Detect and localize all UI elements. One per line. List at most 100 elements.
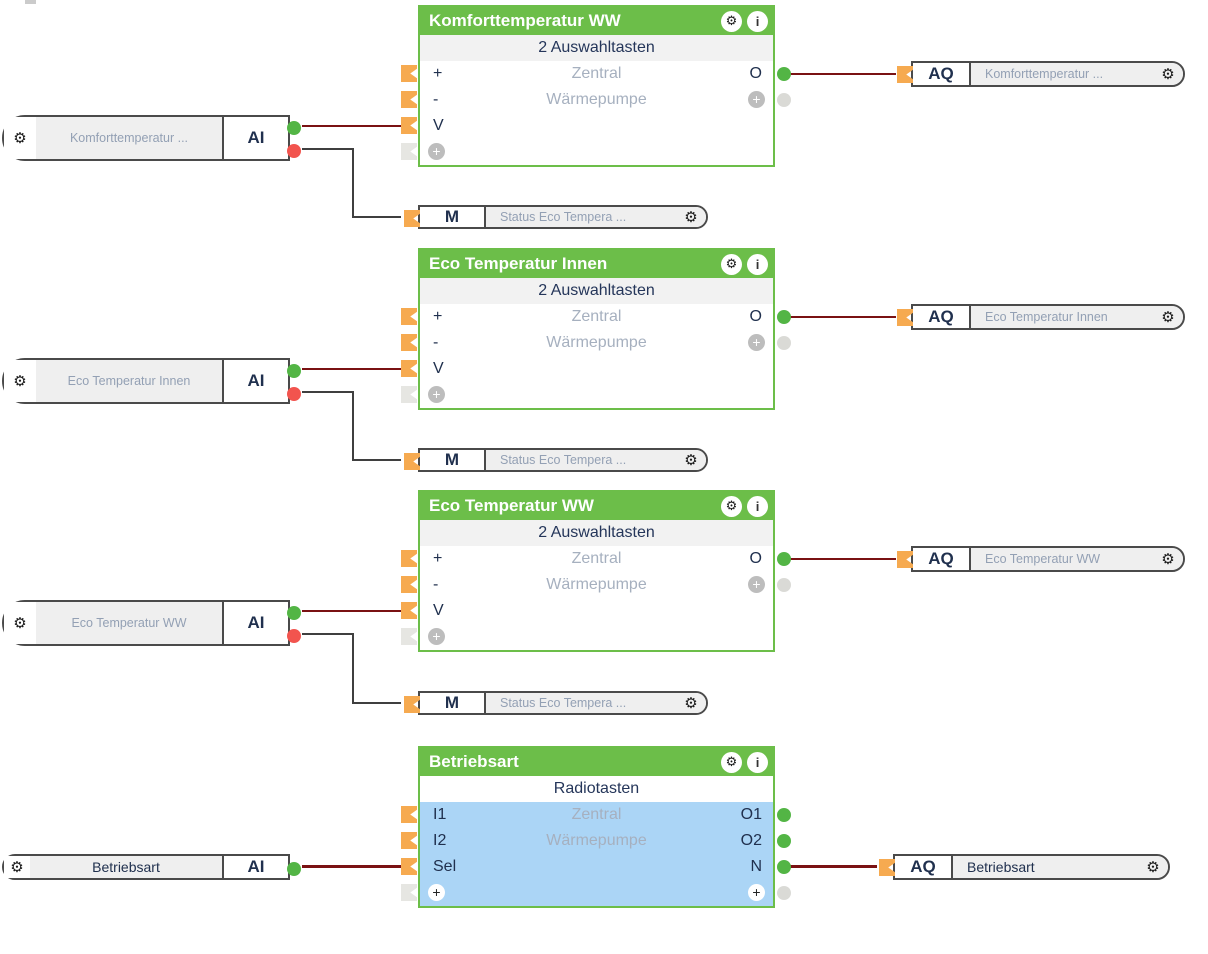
memory-block-m-status-eco-2[interactable]: M Status Eco Tempera ... ⚙ [404, 448, 708, 472]
output-connector-unused[interactable] [777, 578, 791, 592]
input-connector-unused[interactable] [401, 386, 417, 403]
input-connector-plus[interactable] [401, 550, 417, 567]
output-block-aq-komforttemperatur[interactable]: AQ Komforttemperatur ... ⚙ [897, 61, 1185, 87]
input-connector[interactable] [404, 696, 420, 713]
memory-block-m-status-eco-3[interactable]: M Status Eco Tempera ... ⚙ [404, 691, 708, 715]
input-connector[interactable] [404, 453, 420, 470]
gear-icon[interactable]: ⚙ [4, 856, 30, 878]
wire-ai3-to-m3-seg1[interactable] [302, 633, 354, 635]
wire-n-to-aq4[interactable] [790, 865, 877, 868]
wire-ai1-to-v1[interactable] [302, 125, 401, 127]
gear-icon[interactable]: ⚙ [721, 495, 742, 517]
wire-ai2-to-m2-seg3[interactable] [352, 459, 401, 461]
wire-ai2-to-m2-seg1[interactable] [302, 391, 354, 393]
input-block-ai-eco-temperatur-innen[interactable]: ⚙ Eco Temperatur Innen AI [2, 358, 301, 404]
add-input-icon[interactable]: + [428, 884, 445, 901]
input-connector-i2[interactable] [401, 832, 417, 849]
wire-o2-to-aq2[interactable] [790, 316, 896, 318]
gear-icon[interactable]: ⚙ [676, 693, 706, 713]
wire-o1-to-aq1[interactable] [790, 73, 896, 75]
output-connector-o[interactable] [777, 310, 791, 324]
info-icon[interactable]: i [747, 253, 768, 275]
block-header[interactable]: Eco Temperatur Innen ⚙ i [420, 250, 773, 278]
output-connector-n[interactable] [777, 860, 791, 874]
input-connector-minus[interactable] [401, 576, 417, 593]
gear-icon[interactable]: ⚙ [1153, 63, 1183, 85]
output-connector-status[interactable] [287, 144, 301, 158]
gear-icon[interactable]: ⚙ [4, 117, 36, 159]
block-header[interactable]: Eco Temperatur WW ⚙ i [420, 492, 773, 520]
info-icon[interactable]: i [747, 751, 768, 773]
input-connector-unused[interactable] [401, 884, 417, 901]
input-block-ai-eco-temperatur-ww[interactable]: ⚙ Eco Temperatur WW AI [2, 600, 301, 646]
input-connector-unused[interactable] [401, 143, 417, 160]
gear-icon[interactable]: ⚙ [676, 450, 706, 470]
function-block-betriebsart[interactable]: Betriebsart ⚙ i Radiotasten I1 Zentral O… [401, 746, 791, 908]
input-connector-v[interactable] [401, 117, 417, 134]
output-connector-o[interactable] [777, 67, 791, 81]
input-block-ai-betriebsart[interactable]: ⚙ Betriebsart AI [2, 854, 301, 880]
memory-block-m-status-eco-1[interactable]: M Status Eco Tempera ... ⚙ [404, 205, 708, 229]
add-output-icon[interactable]: + [748, 91, 765, 108]
function-block-komforttemperatur-ww[interactable]: Komforttemperatur WW ⚙ i 2 Auswahltasten… [401, 5, 791, 167]
output-connector-o2[interactable] [777, 834, 791, 848]
wire-ai2-to-v2[interactable] [302, 368, 401, 370]
input-connector[interactable] [404, 210, 420, 227]
add-output-icon[interactable]: + [748, 576, 765, 593]
wire-ai1-to-m1-seg3[interactable] [352, 216, 401, 218]
output-connector-status[interactable] [287, 629, 301, 643]
gear-icon[interactable]: ⚙ [721, 253, 742, 275]
gear-icon[interactable]: ⚙ [1153, 306, 1183, 328]
gear-icon[interactable]: ⚙ [4, 360, 36, 402]
wire-ai3-to-m3-seg2[interactable] [352, 633, 354, 704]
input-connector-i1[interactable] [401, 806, 417, 823]
input-block-ai-komforttemperatur[interactable]: ⚙ Komforttemperatur ... AI [2, 115, 301, 161]
block-header[interactable]: Komforttemperatur WW ⚙ i [420, 7, 773, 35]
input-connector[interactable] [897, 66, 913, 83]
input-connector-plus[interactable] [401, 65, 417, 82]
function-block-eco-temperatur-ww[interactable]: Eco Temperatur WW ⚙ i 2 Auswahltasten + … [401, 490, 791, 652]
input-connector-minus[interactable] [401, 91, 417, 108]
input-connector-sel[interactable] [401, 858, 417, 875]
wire-ai3-to-v3[interactable] [302, 610, 401, 612]
info-icon[interactable]: i [747, 10, 768, 32]
gear-icon[interactable]: ⚙ [1153, 548, 1183, 570]
output-connector-value[interactable] [287, 862, 301, 876]
input-connector[interactable] [879, 859, 895, 876]
output-block-aq-eco-temperatur-ww[interactable]: AQ Eco Temperatur WW ⚙ [897, 546, 1185, 572]
wire-ai2-to-m2-seg2[interactable] [352, 391, 354, 461]
input-connector-v[interactable] [401, 360, 417, 377]
input-connector-v[interactable] [401, 602, 417, 619]
wire-ai1-to-m1-seg2[interactable] [352, 148, 354, 218]
add-output-icon[interactable]: + [748, 884, 765, 901]
block-header[interactable]: Betriebsart ⚙ i [420, 748, 773, 776]
input-connector[interactable] [897, 309, 913, 326]
gear-icon[interactable]: ⚙ [4, 602, 36, 644]
add-input-icon[interactable]: + [428, 628, 445, 645]
output-connector-o1[interactable] [777, 808, 791, 822]
add-input-icon[interactable]: + [428, 386, 445, 403]
output-connector-unused[interactable] [777, 93, 791, 107]
wire-ai4-to-sel[interactable] [302, 865, 401, 868]
wire-o3-to-aq3[interactable] [790, 558, 896, 560]
gear-icon[interactable]: ⚙ [676, 207, 706, 227]
input-connector[interactable] [897, 551, 913, 568]
add-output-icon[interactable]: + [748, 334, 765, 351]
output-block-aq-eco-temperatur-innen[interactable]: AQ Eco Temperatur Innen ⚙ [897, 304, 1185, 330]
output-connector-unused[interactable] [777, 336, 791, 350]
wire-ai3-to-m3-seg3[interactable] [352, 702, 401, 704]
output-connector-unused[interactable] [777, 886, 791, 900]
input-connector-unused[interactable] [401, 628, 417, 645]
info-icon[interactable]: i [747, 495, 768, 517]
input-connector-minus[interactable] [401, 334, 417, 351]
wire-ai1-to-m1-seg1[interactable] [302, 148, 354, 150]
output-block-aq-betriebsart[interactable]: AQ Betriebsart ⚙ [879, 854, 1170, 880]
input-connector-plus[interactable] [401, 308, 417, 325]
add-input-icon[interactable]: + [428, 143, 445, 160]
gear-icon[interactable]: ⚙ [721, 10, 742, 32]
output-connector-o[interactable] [777, 552, 791, 566]
output-connector-status[interactable] [287, 387, 301, 401]
output-connector-value[interactable] [287, 364, 301, 378]
output-connector-value[interactable] [287, 121, 301, 135]
gear-icon[interactable]: ⚙ [1138, 856, 1168, 878]
